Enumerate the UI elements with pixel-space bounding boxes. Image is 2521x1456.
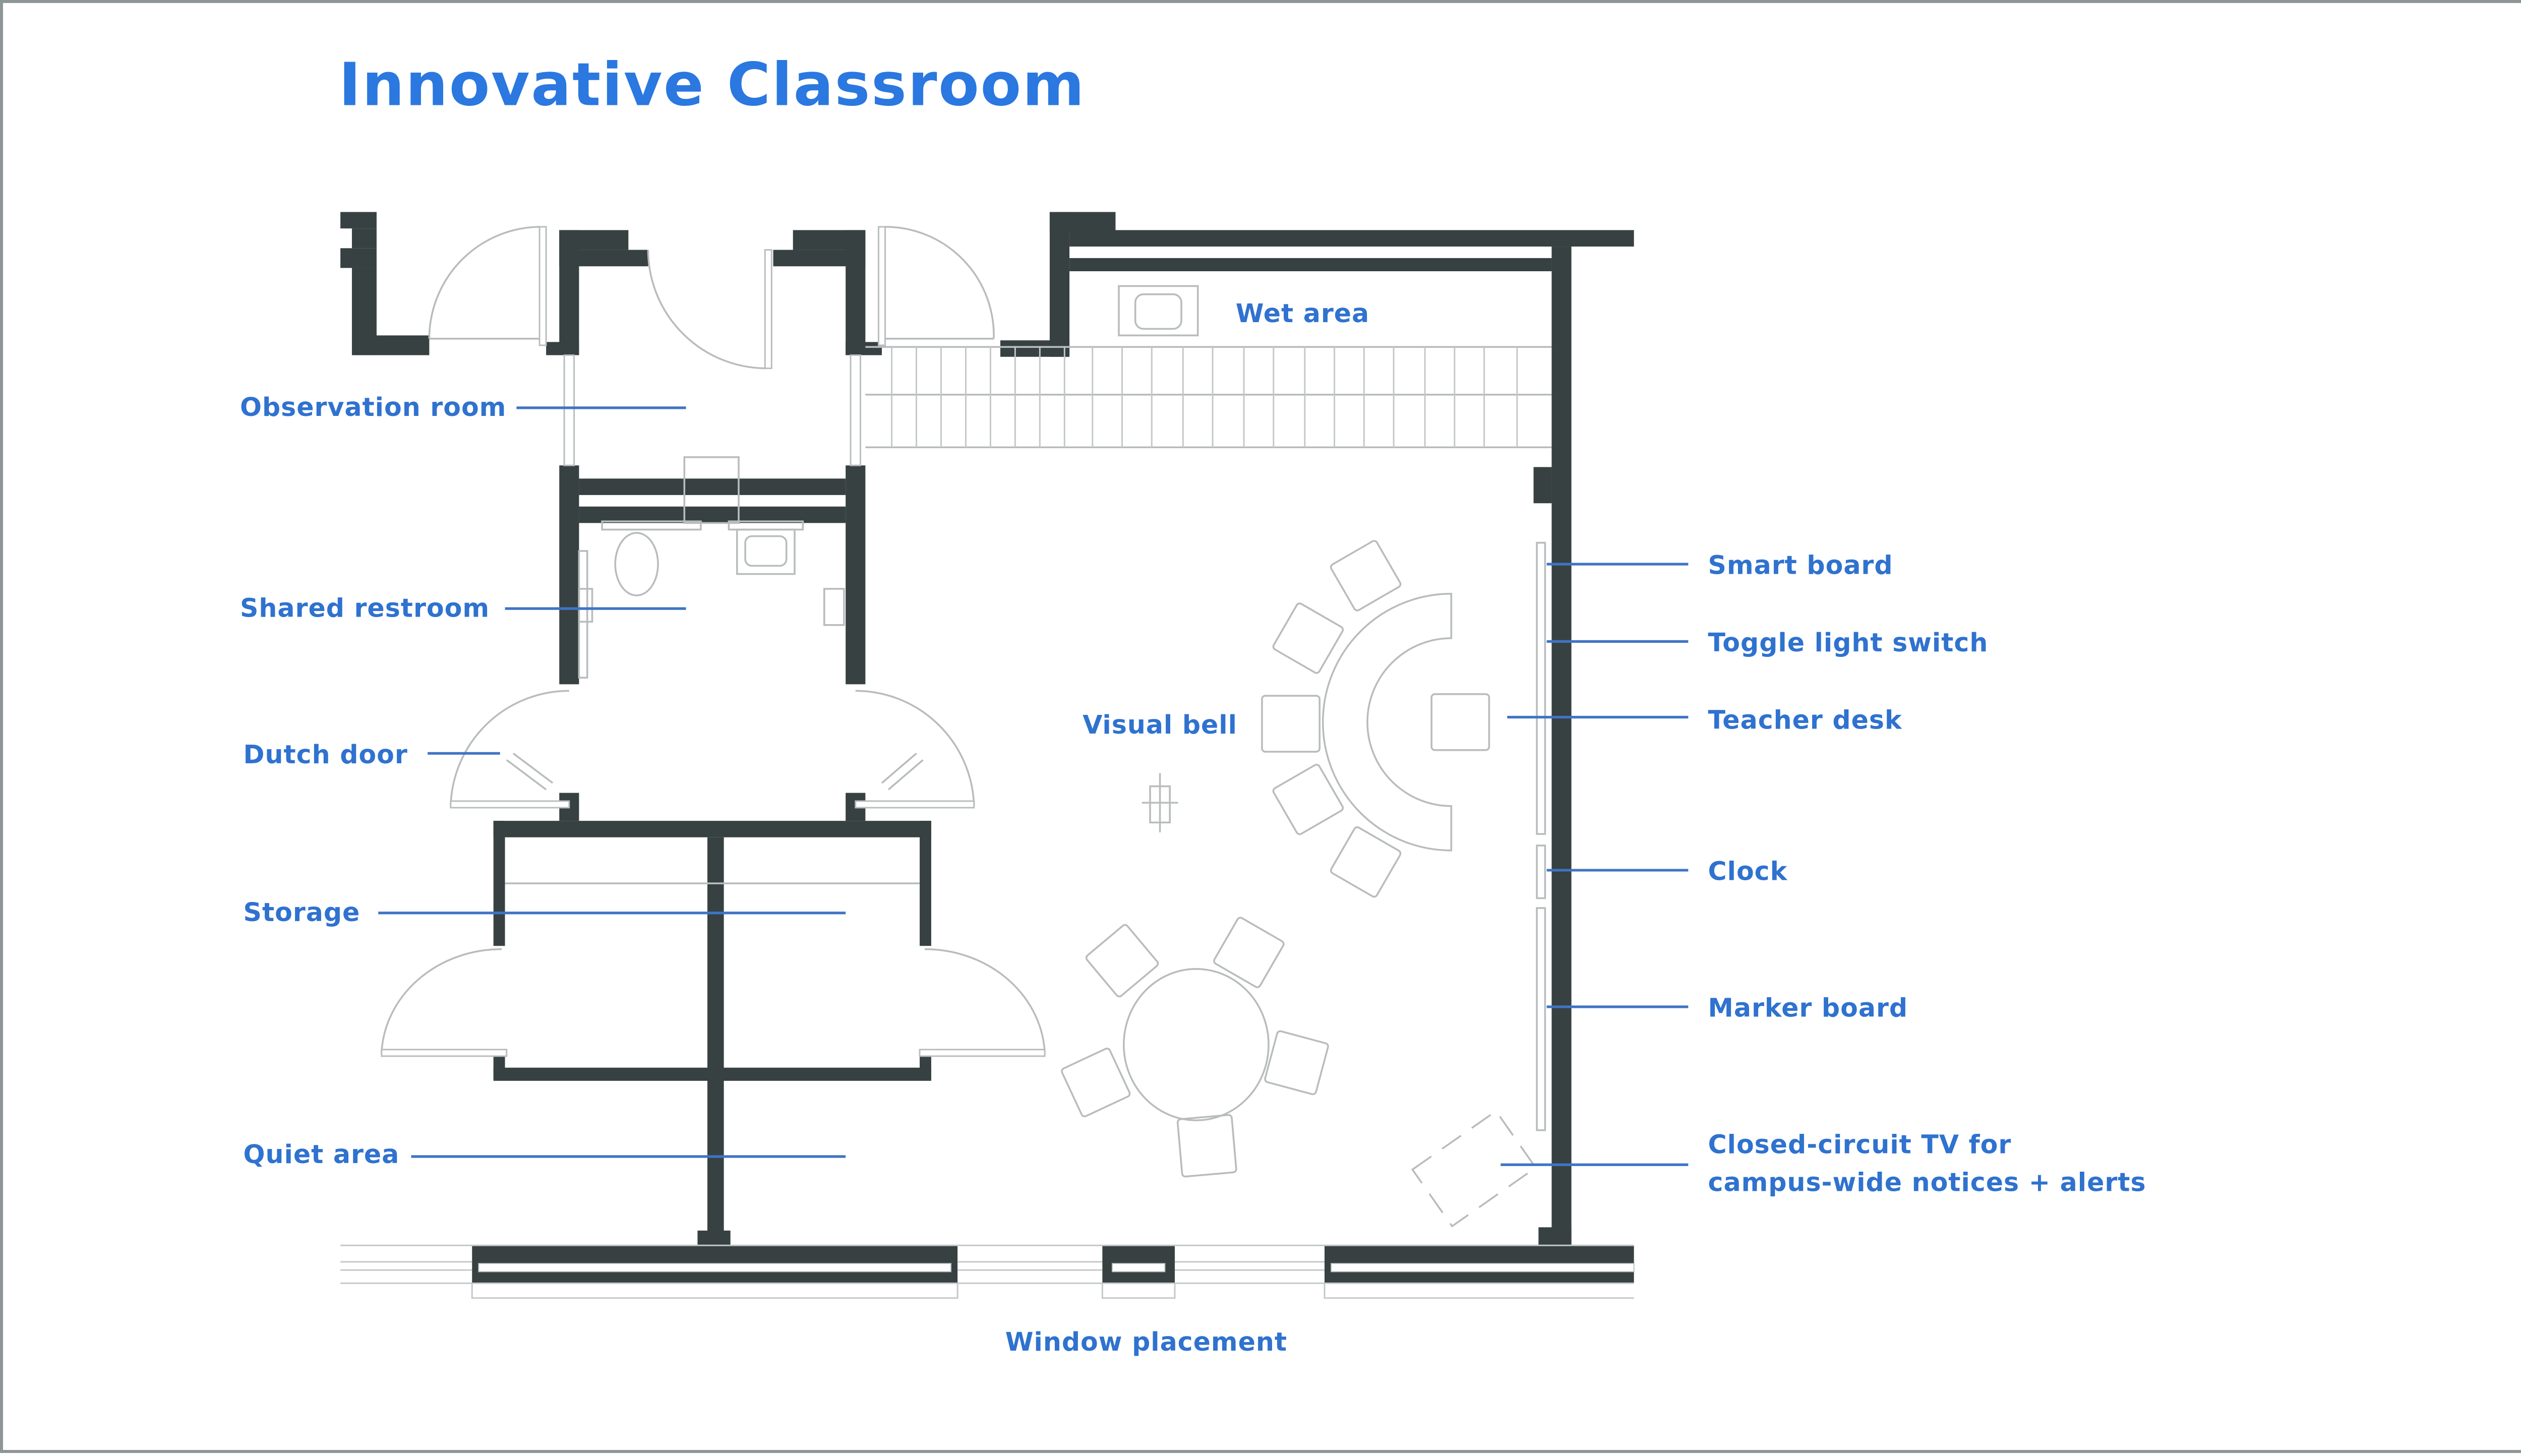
tv-icon <box>1411 1110 1537 1228</box>
window-glazing <box>340 1244 1635 1299</box>
label-teacher-desk: Teacher desk <box>1708 705 1902 735</box>
clock-icon <box>1536 844 1546 899</box>
label-observation-room: Observation room <box>240 392 506 422</box>
student-chairs-crescent <box>1261 540 1402 898</box>
page-title: Innovative Classroom <box>339 50 1086 119</box>
label-window-placement: Window placement <box>1005 1327 1287 1357</box>
label-visual-bell: Visual bell <box>1083 710 1237 740</box>
label-quiet-area: Quiet area <box>244 1139 400 1169</box>
leader-lines <box>378 406 1689 1166</box>
label-clock: Clock <box>1708 857 1788 886</box>
toilet-icon <box>601 520 702 596</box>
label-marker-board: Marker board <box>1708 993 1908 1023</box>
label-dutch-door: Dutch door <box>244 740 408 769</box>
label-storage: Storage <box>244 897 361 927</box>
label-toggle-light-switch: Toggle light switch <box>1708 628 1989 657</box>
label-smart-board: Smart board <box>1708 551 1893 580</box>
marker-board <box>1536 907 1546 1131</box>
wet-area-tiles <box>865 346 1552 449</box>
teacher-chair-icon <box>1430 693 1490 751</box>
doors <box>380 226 1046 1057</box>
paper-dispenser <box>823 588 845 626</box>
grab-bar <box>578 550 588 679</box>
visual-bell-icon <box>1142 773 1178 832</box>
walls <box>340 212 1634 1284</box>
label-cctv-line2: campus-wide notices + alerts <box>1708 1168 2146 1197</box>
grab-bar-mount <box>578 588 593 623</box>
restroom-sink-icon <box>728 520 804 575</box>
floor-plan: Innovative Classroom <box>240 50 2146 1357</box>
observation-desk <box>683 456 740 524</box>
student-chairs-round <box>1061 917 1329 1178</box>
label-cctv-line1: Closed-circuit TV for <box>1708 1129 2012 1159</box>
crescent-desk-icon <box>1322 592 1453 852</box>
label-wet-area: Wet area <box>1236 298 1369 328</box>
sink-icon <box>1118 285 1199 337</box>
label-shared-restroom: Shared restroom <box>240 593 490 623</box>
smart-board <box>1536 541 1546 835</box>
round-table-icon <box>1123 968 1270 1121</box>
